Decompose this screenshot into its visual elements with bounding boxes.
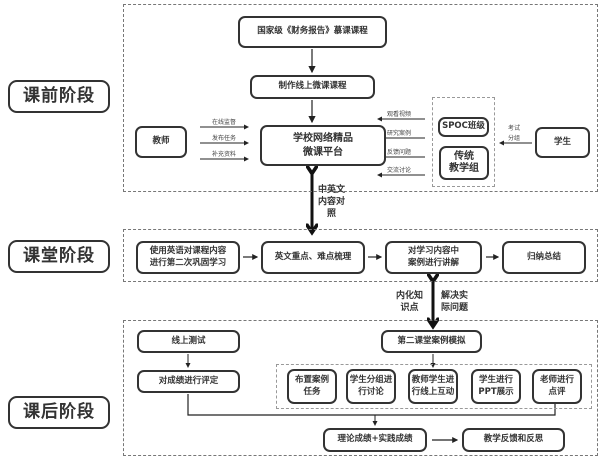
solve-problem-label: 解决实 际问题 xyxy=(441,290,468,314)
post-class-section xyxy=(123,320,598,456)
student-action-watch: 观看视频 xyxy=(387,111,412,118)
platform-box: 学校网络精品 微课平台 xyxy=(260,125,386,166)
bilingual-line-2: 内容对 xyxy=(318,197,346,208)
in-class-section xyxy=(123,229,598,282)
traditional-line-1: 传统 xyxy=(454,151,474,162)
step-1-line-1: 使用英语对课程内容 xyxy=(149,246,227,257)
in-class-step-4: 归纳总结 xyxy=(502,241,586,274)
national-course-box: 国家级《财务报告》慕课课程 xyxy=(238,16,387,48)
exam-label: 考试 xyxy=(508,125,521,132)
internalize-line-2: 识点 xyxy=(400,303,419,314)
step-3-line-1: 对学习内容中 xyxy=(407,246,459,257)
traditional-group-box: 传统 教学组 xyxy=(439,146,489,180)
online-test-box: 线上测试 xyxy=(137,330,240,353)
teacher-action-publish: 发布任务 xyxy=(212,135,237,142)
internalize-label: 内化知 识点 xyxy=(396,290,423,314)
make-micro-course-box: 制作线上微课课程 xyxy=(250,75,375,99)
bilingual-link-label: 中英文 内容对 照 xyxy=(318,184,345,220)
step-1-line-2: 进行第二次巩固学习 xyxy=(149,257,227,268)
student-action-study: 研究案例 xyxy=(387,130,412,137)
internalize-line-1: 内化知 xyxy=(396,291,424,301)
stage-pre-class: 课前阶段 xyxy=(8,80,110,113)
student-box: 学生 xyxy=(535,127,590,158)
teacher-box: 教师 xyxy=(135,126,187,158)
activity-5-line-1: 老师进行 xyxy=(539,375,574,386)
platform-line-1: 学校网络精品 xyxy=(293,133,353,144)
solve-line-1: 解决实 xyxy=(441,291,469,301)
activity-online-interaction: 教师学生进 行线上互动 xyxy=(408,369,458,404)
bilingual-line-3: 照 xyxy=(327,209,337,220)
teacher-action-supervise: 在线监督 xyxy=(212,119,237,126)
activity-5-line-2: 点评 xyxy=(548,386,566,397)
activity-3-line-2: 行线上互动 xyxy=(411,386,455,397)
activity-3-line-1: 教师学生进 xyxy=(411,375,455,386)
stage-in-class: 课堂阶段 xyxy=(8,240,110,273)
activity-2-line-1: 学生分组进 xyxy=(349,375,393,386)
activity-1-line-1: 布置案例 xyxy=(294,375,329,386)
activity-4-line-1: 学生进行 xyxy=(478,375,513,386)
in-class-step-1: 使用英语对课程内容 进行第二次巩固学习 xyxy=(136,241,240,274)
exam-grouping-label: 考试 分组 xyxy=(508,124,520,143)
combined-score-box: 理论成绩+实践成绩 xyxy=(323,428,427,452)
activity-assign-case: 布置案例 任务 xyxy=(287,369,337,404)
stage-post-class: 课后阶段 xyxy=(8,396,110,429)
student-action-discuss: 交流讨论 xyxy=(387,167,412,174)
grade-evaluation-box: 对成绩进行评定 xyxy=(137,370,240,393)
activity-ppt-presentation: 学生进行 PPT展示 xyxy=(471,369,521,404)
grouping-label: 分组 xyxy=(508,134,521,142)
activity-teacher-review: 老师进行 点评 xyxy=(532,369,582,404)
activity-1-line-2: 任务 xyxy=(303,386,321,397)
in-class-step-3: 对学习内容中 案例进行讲解 xyxy=(385,241,482,274)
activity-group-discussion: 学生分组进 行讨论 xyxy=(346,369,396,404)
student-action-feedback: 反馈问题 xyxy=(387,149,412,156)
platform-line-2: 微课平台 xyxy=(303,146,343,158)
spoc-class-box: SPOC班级 xyxy=(438,117,489,137)
in-class-step-2: 英文重点、难点梳理 xyxy=(261,241,365,274)
pre-class-section xyxy=(123,4,598,192)
activity-4-line-2: PPT展示 xyxy=(478,386,514,397)
teacher-action-supplement: 补充资料 xyxy=(212,151,237,158)
feedback-box: 教学反馈和反思 xyxy=(462,428,565,452)
activity-2-line-2: 行讨论 xyxy=(358,386,384,397)
step-3-line-2: 案例进行讲解 xyxy=(407,257,459,268)
bilingual-line-1: 中英文 xyxy=(318,185,346,195)
activities-container xyxy=(276,364,592,409)
solve-line-2: 际问题 xyxy=(441,303,469,314)
case-simulation-box: 第二课堂案例模拟 xyxy=(381,330,482,353)
student-groups-container xyxy=(432,97,495,187)
traditional-line-2: 教学组 xyxy=(449,163,479,174)
